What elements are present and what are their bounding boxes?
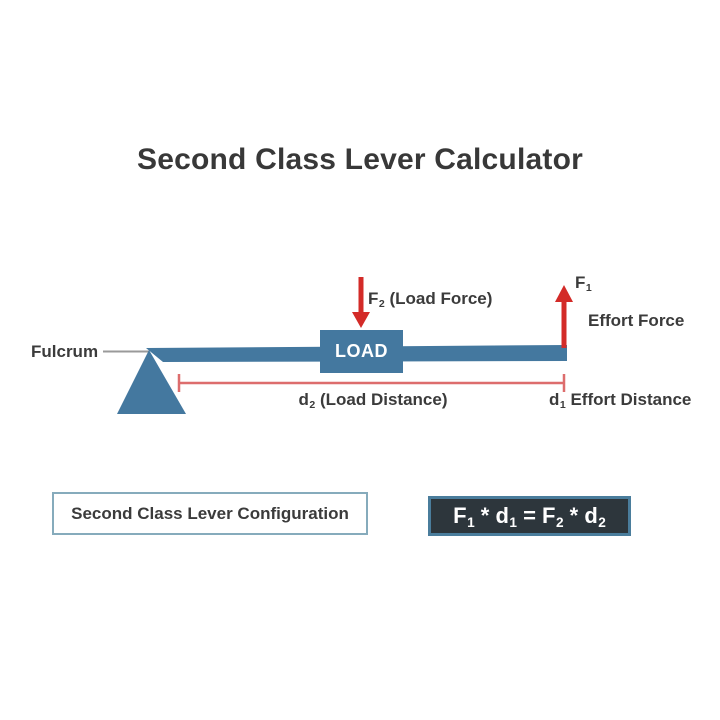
effort-distance-label: d1 Effort Distance	[549, 390, 692, 412]
effort-force-symbol: F1	[575, 273, 592, 295]
effort-force-arrow	[555, 285, 573, 348]
fulcrum-label: Fulcrum	[31, 342, 99, 361]
page-title: Second Class Lever Calculator	[137, 143, 583, 176]
formula-text: F1 * d1 = F2 * d2	[453, 503, 606, 531]
load-box-label: LOAD	[335, 341, 388, 361]
load-force-arrowhead-icon	[352, 312, 370, 328]
effort-force-label: Effort Force	[588, 311, 685, 330]
configuration-caption-label: Second Class Lever Configuration	[71, 503, 349, 523]
load-distance-label: d2 (Load Distance)	[298, 390, 448, 412]
fulcrum-triangle	[117, 350, 186, 414]
formula-box: F1 * d1 = F2 * d2	[428, 496, 631, 536]
load-box	[320, 330, 403, 373]
load-force-arrow	[352, 277, 370, 328]
effort-force-arrowhead-icon	[555, 285, 573, 302]
load-distance-dimension	[177, 374, 566, 392]
load-force-label: F2 (Load Force)	[368, 289, 493, 311]
configuration-caption-box: Second Class Lever Configuration	[52, 492, 368, 535]
